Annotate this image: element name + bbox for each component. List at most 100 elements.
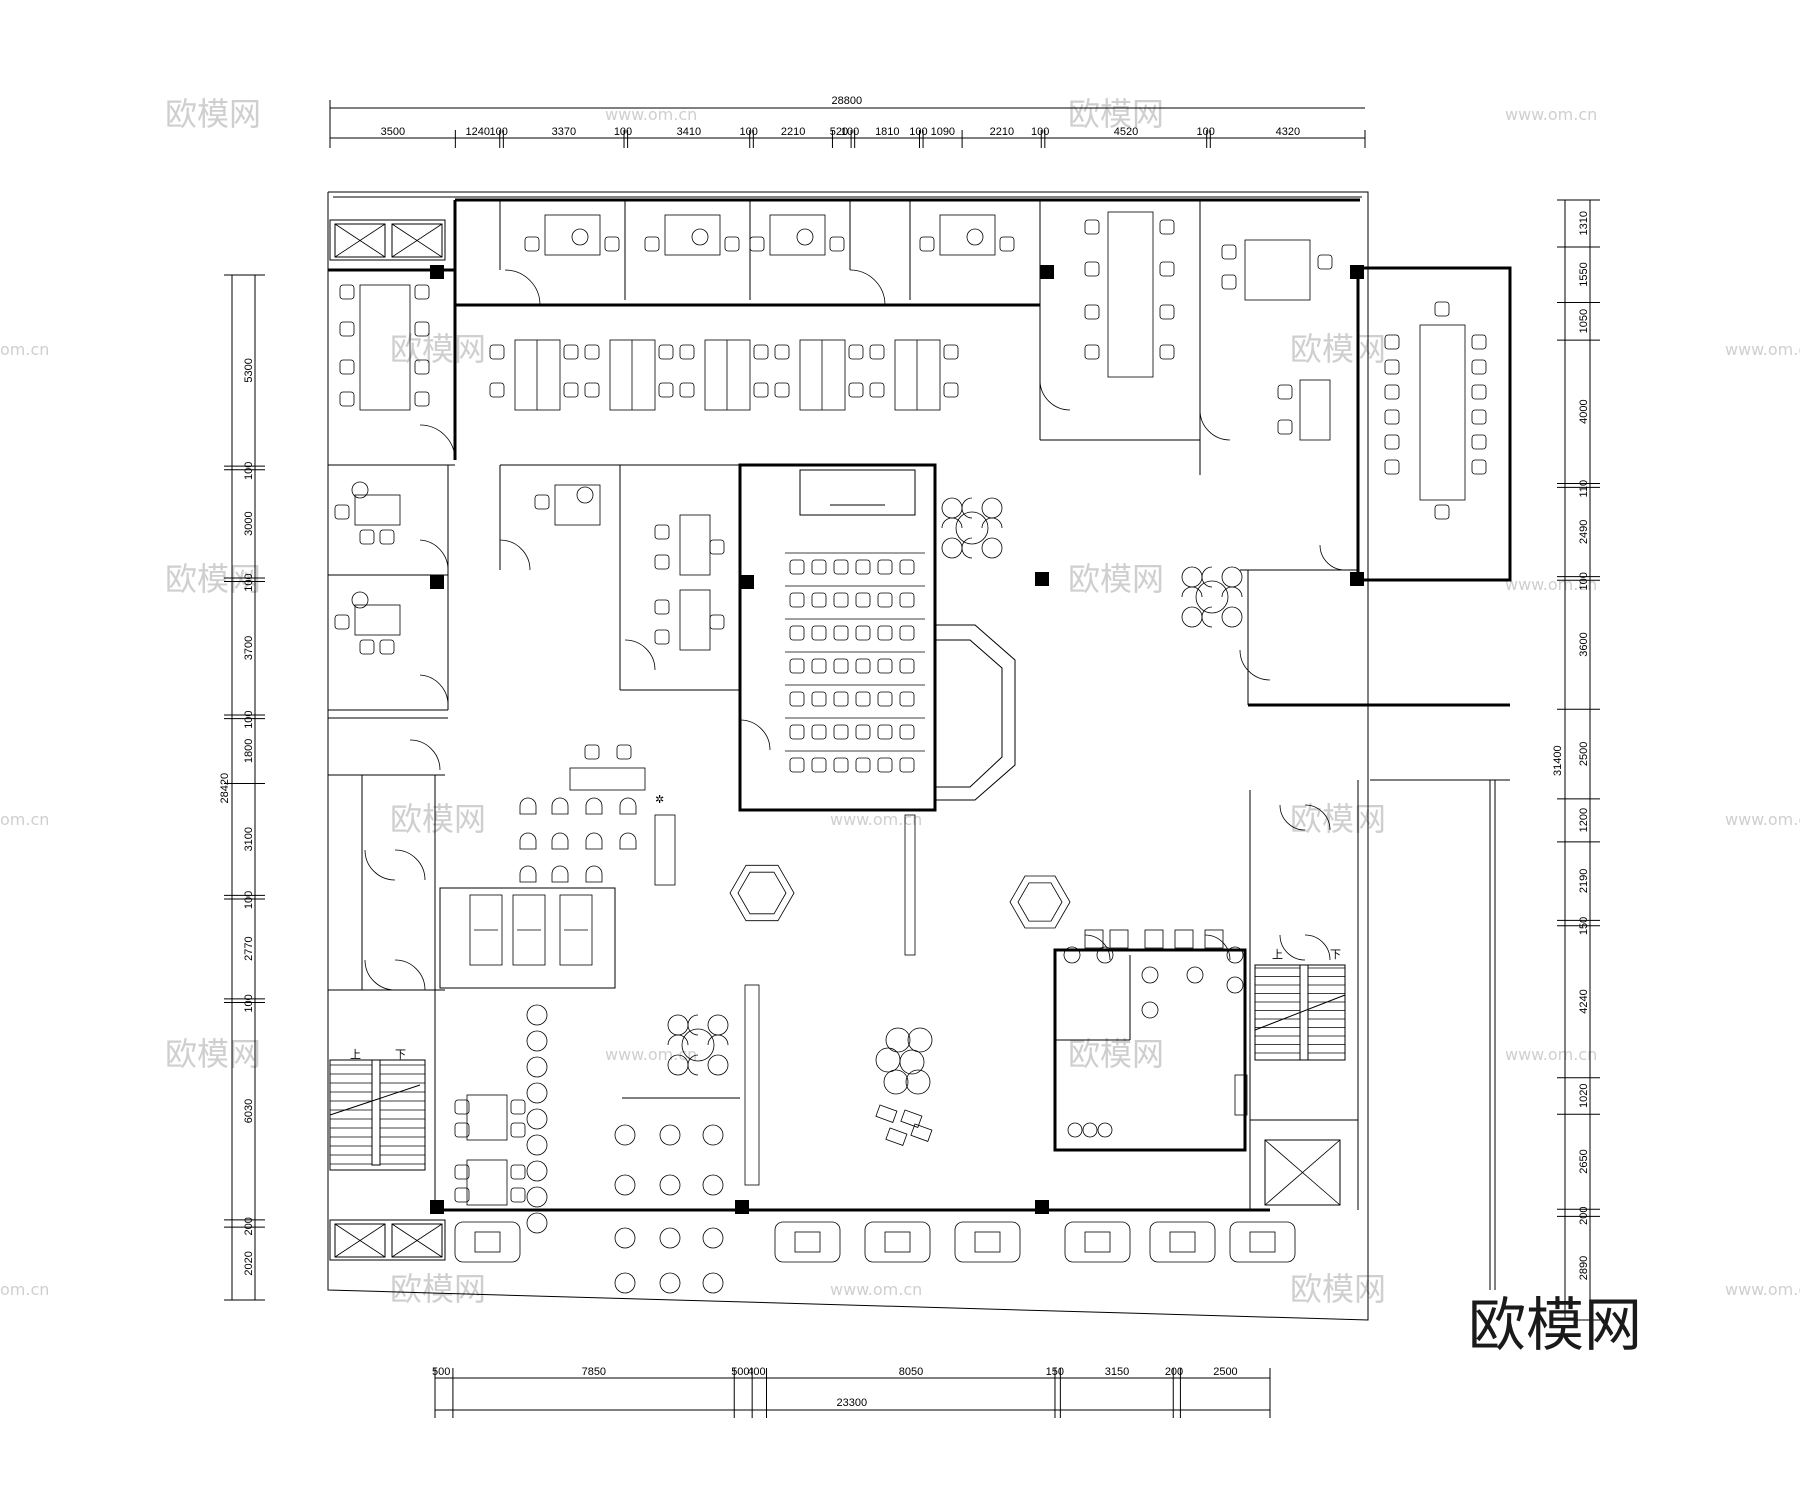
floor-cushion [910, 1123, 933, 1142]
chair [1159, 344, 1175, 360]
training-seat [811, 658, 827, 674]
chair [489, 344, 505, 360]
training-seat [855, 592, 871, 608]
dimension-segment-label: 6030 [243, 1099, 255, 1123]
desk [1174, 929, 1194, 949]
dimension-segment-label: 100 [909, 126, 927, 138]
watermark-domain: www.om.cn [830, 1280, 922, 1299]
dimension-segment-label: 1090 [931, 126, 955, 138]
booth-seat [954, 1221, 1021, 1263]
chair [679, 344, 695, 360]
training-seat [833, 658, 849, 674]
round-table [1195, 580, 1229, 614]
office-chair [351, 481, 369, 499]
chair [829, 236, 845, 252]
dimension-segment-label: 100 [243, 462, 255, 480]
desk [654, 814, 676, 886]
training-seat [789, 658, 805, 674]
chair [1084, 261, 1100, 277]
chair [379, 639, 395, 655]
round-stool [614, 1227, 636, 1249]
training-seat [789, 592, 805, 608]
art-pod [899, 1049, 925, 1075]
lounge-chair [941, 537, 963, 559]
watermark-layer: 欧模网 欧模网 www.om.cn www.om.cn om.cn 欧模网 欧模… [0, 95, 1800, 1308]
round-stool [614, 1124, 636, 1146]
chair [604, 236, 620, 252]
lounge-chair [667, 1014, 689, 1036]
chair [584, 382, 600, 398]
toilet [1096, 946, 1114, 964]
training-seat [789, 724, 805, 740]
watermark-domain: www.om.cn [1505, 105, 1597, 124]
chair [454, 1122, 470, 1138]
training-seat [877, 625, 893, 641]
dimension-segment-label: 100 [1578, 572, 1590, 590]
office-chair [966, 228, 984, 246]
desk [1084, 929, 1104, 949]
toilet [1186, 966, 1204, 984]
training-seat [811, 691, 827, 707]
round-stool [659, 1227, 681, 1249]
chair [1277, 419, 1293, 435]
watermark-brand: 欧模网 [390, 330, 486, 368]
dimension-segment-label: 1050 [1578, 309, 1590, 333]
chair-back [961, 497, 973, 519]
chair-back [981, 517, 1003, 529]
floor-cushion [875, 1104, 898, 1123]
lounge-chair [1181, 606, 1203, 628]
toilet [1226, 946, 1244, 964]
dimension-segment-label: 100 [614, 126, 632, 138]
chair [1317, 254, 1333, 270]
training-seat [877, 691, 893, 707]
stairs-up-label: 上 [1272, 948, 1283, 961]
dimension-segment-label: 100 [740, 126, 758, 138]
chair [1277, 384, 1293, 400]
chair [869, 382, 885, 398]
chair [379, 529, 395, 545]
training-seat [789, 757, 805, 773]
booth-seat [1229, 1221, 1296, 1263]
booth-seat [864, 1221, 931, 1263]
training-seat [877, 757, 893, 773]
dimension-segment-label: 2890 [1578, 1256, 1590, 1280]
dimension-segment-label: 100 [1196, 126, 1214, 138]
dimension-total-label: 23300 [837, 1397, 868, 1409]
dimension-segment-label: 100 [243, 573, 255, 591]
toilet [1141, 966, 1159, 984]
dimension-segment-label: 200 [243, 1217, 255, 1235]
watermark-brand: 欧模网 [165, 560, 261, 598]
desk [664, 214, 721, 256]
art-pod [885, 1027, 911, 1053]
lounge-chair [667, 1054, 689, 1076]
chair [1384, 359, 1400, 375]
lounge-armchair [519, 865, 537, 883]
watermark-brand: 欧模网 [390, 1270, 486, 1308]
chair [1471, 359, 1487, 375]
chair [1434, 504, 1450, 520]
chair [454, 1099, 470, 1115]
lounge-armchair [619, 797, 637, 815]
chair [658, 344, 674, 360]
round-stool [614, 1174, 636, 1196]
dimension-segment-label: 3600 [1578, 632, 1590, 656]
chair [943, 382, 959, 398]
chair [1159, 304, 1175, 320]
chair-back [941, 517, 963, 529]
watermark-brand: 欧模网 [165, 1035, 261, 1073]
training-seat [899, 724, 915, 740]
watermark-domain: www.om.cn [1505, 575, 1597, 594]
dimension-segment-label: 3500 [381, 126, 405, 138]
training-seat [811, 724, 827, 740]
bar-stool [526, 1030, 548, 1052]
dimension-segment-label: 3100 [243, 827, 255, 851]
dimension-segment-label: 7850 [582, 1366, 606, 1378]
chair [510, 1122, 526, 1138]
chair-back [667, 1034, 689, 1046]
chair [919, 236, 935, 252]
bar-stool [526, 1212, 548, 1234]
watermark-brand: 欧模网 [1290, 800, 1386, 838]
hex-table-inner [737, 871, 787, 915]
lounge-armchair [551, 797, 569, 815]
